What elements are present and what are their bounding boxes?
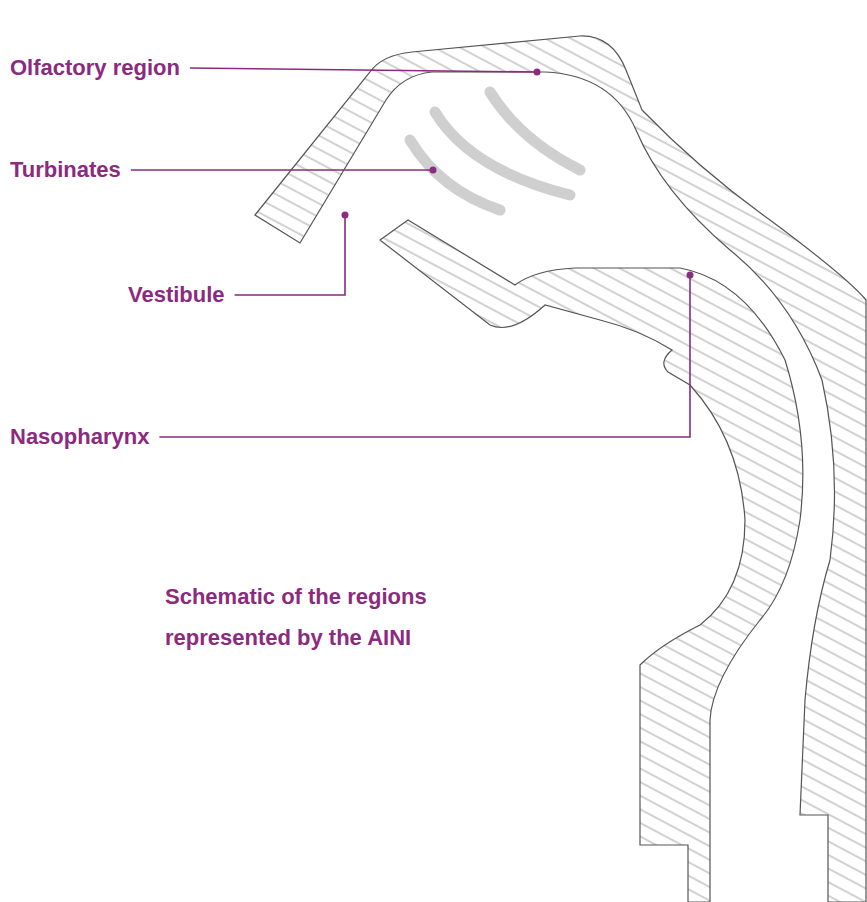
floor-wall bbox=[380, 220, 803, 902]
leader-line bbox=[131, 169, 433, 171]
leader-dot bbox=[430, 167, 437, 174]
turbinate-arc bbox=[490, 92, 580, 170]
region-label: Turbinates bbox=[10, 156, 121, 184]
region-label: Nasopharynx bbox=[10, 423, 149, 451]
region-label: Vestibule bbox=[128, 281, 225, 309]
leader-line bbox=[235, 215, 345, 295]
posterior-wall bbox=[255, 36, 866, 902]
leader-line bbox=[159, 275, 690, 437]
leader-dot bbox=[687, 272, 694, 279]
region-label: Olfactory region bbox=[10, 54, 180, 82]
turbinate-arc bbox=[410, 140, 500, 210]
figure-caption: Schematic of the regions represented by … bbox=[165, 576, 495, 658]
leader-dot bbox=[342, 212, 349, 219]
turbinate-arcs bbox=[410, 92, 580, 210]
leader-dot bbox=[534, 69, 541, 76]
leader-lines bbox=[131, 68, 694, 437]
leader-line bbox=[190, 68, 537, 72]
